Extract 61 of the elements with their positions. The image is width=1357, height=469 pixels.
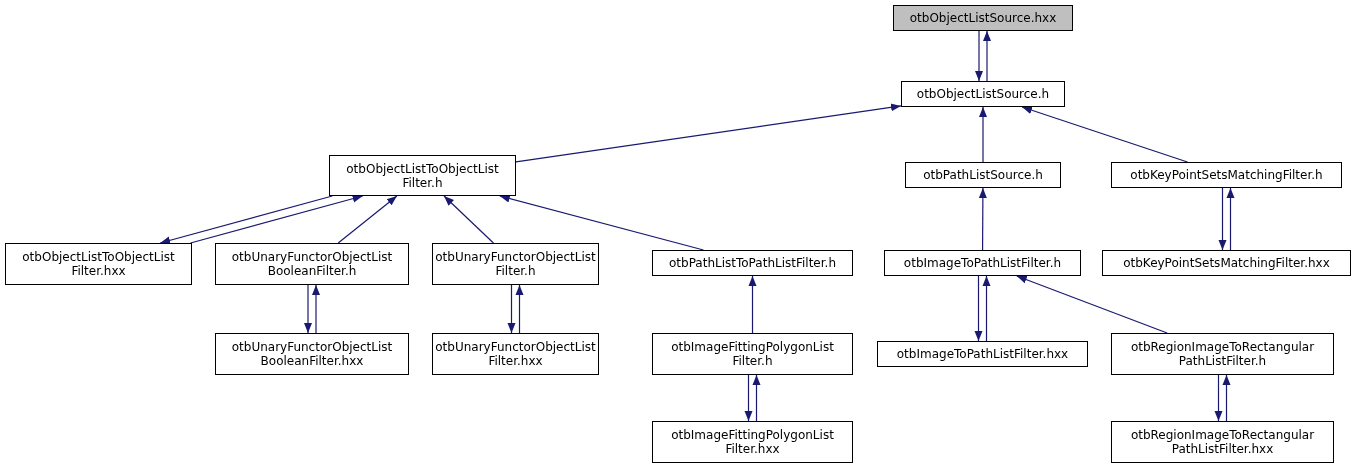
file-name: otbUnaryFunctorObjectList BooleanFilter.h: [230, 250, 394, 278]
file-name: otbObjectListSource.h: [915, 87, 1051, 101]
file-name: otbImageToPathListFilter.hxx: [895, 347, 1070, 361]
arrow: [979, 106, 987, 163]
arrow: [1016, 275, 1168, 334]
arrow: [443, 195, 495, 244]
file-name: otbKeyPointSetsMatchingFilter.h: [1129, 168, 1324, 182]
arrow: [748, 275, 757, 334]
file-box: [652, 250, 853, 276]
file-box: [432, 243, 599, 285]
file-name: otbObjectListToObjectList Filter.h: [345, 161, 500, 190]
arrow: [312, 284, 320, 334]
arrow: [499, 194, 705, 251]
arrow: [1021, 106, 1188, 163]
arrow: [975, 30, 983, 82]
file-box: [1111, 333, 1334, 375]
arrow: [337, 195, 398, 244]
file-name: otbPathListToPathListFilter.h: [668, 256, 837, 270]
file-box: [652, 333, 853, 375]
arrow: [744, 374, 753, 422]
arrow: [982, 275, 991, 342]
arrow: [189, 194, 364, 244]
arrow: [507, 284, 516, 334]
file-box: [652, 421, 853, 463]
arrow: [515, 284, 524, 334]
arrow: [983, 30, 991, 82]
arrow: [1214, 374, 1223, 422]
arrow: [159, 195, 333, 245]
file-name: otbUnaryFunctorObjectList BooleanFilter.hxx: [230, 340, 394, 368]
file-box: [432, 333, 599, 375]
arrow: [1218, 187, 1227, 251]
file-name: otbImageFittingPolygonList Filter.hxx: [670, 428, 835, 456]
file-box: [1111, 421, 1334, 463]
file-name: otbRegionImageToRectangular PathListFilter.hxx: [1129, 428, 1316, 456]
file-name: otbObjectListToObjectList Filter.hxx: [21, 250, 176, 278]
file-box: [215, 333, 409, 375]
file-box: [215, 243, 409, 285]
file-box: [1111, 162, 1342, 188]
file-name: otbUnaryFunctorObjectList Filter.h: [434, 250, 597, 278]
arrow: [304, 284, 312, 334]
file-name: otbUnaryFunctorObjectList Filter.hxx: [434, 340, 597, 368]
file-name: otbImageToPathListFilter.h: [902, 256, 1063, 270]
arrow: [515, 103, 902, 163]
file-name: otbPathListSource.h: [922, 168, 1044, 182]
file-box: [893, 5, 1073, 31]
file-box: [901, 81, 1065, 107]
file-box: [329, 155, 516, 196]
arrow: [752, 374, 761, 422]
file-name: otbRegionImageToRectangular PathListFilter.h: [1129, 340, 1316, 368]
arrow: [978, 187, 987, 251]
arrow: [1226, 187, 1235, 251]
file-box: [877, 341, 1088, 367]
file-box: [884, 250, 1081, 276]
file-name: otbImageFittingPolygonList Filter.h: [670, 340, 835, 368]
arrow: [1222, 374, 1231, 422]
file-box: [1102, 250, 1351, 276]
arrow: [974, 275, 983, 342]
file-name: otbKeyPointSetsMatchingFilter.hxx: [1122, 256, 1331, 270]
file-box: [5, 243, 192, 285]
file-name: otbObjectListSource.hxx: [908, 11, 1058, 25]
file-box: [905, 162, 1061, 188]
